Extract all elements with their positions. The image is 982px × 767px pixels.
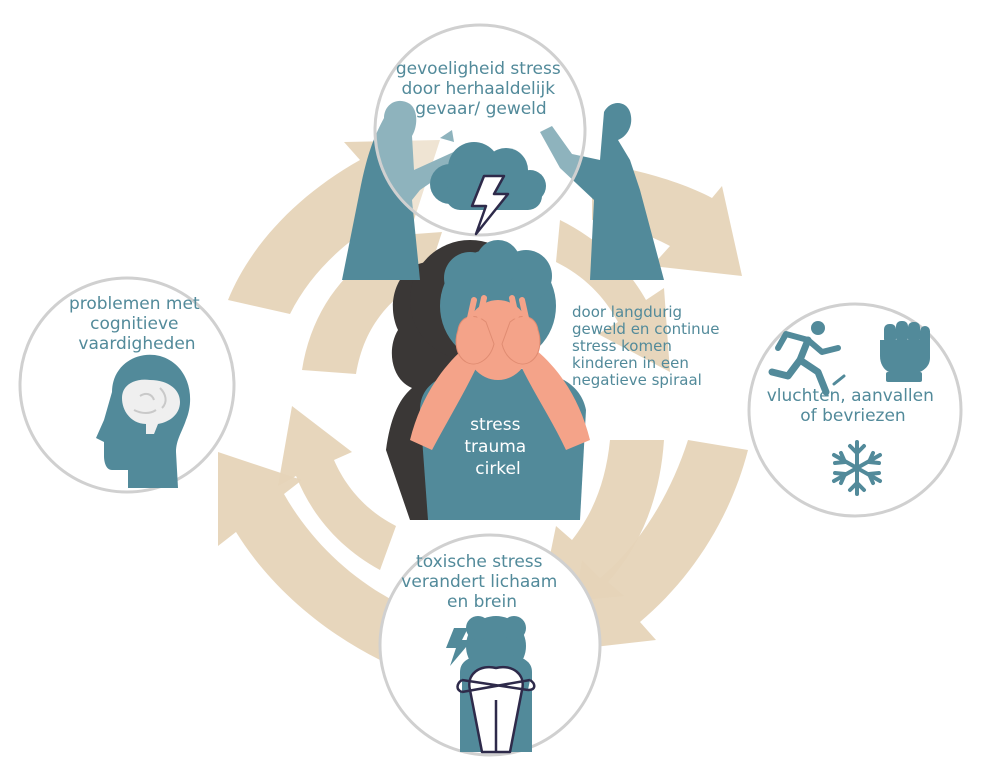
snowflake-icon <box>832 440 882 496</box>
center-description-line-1: door langdurig <box>572 303 682 321</box>
center-description-line-4: kinderen in een <box>572 354 689 372</box>
lightning-small-icon <box>446 628 472 666</box>
center-label: stress trauma cirkel <box>464 415 531 479</box>
node-top-line-3: gevaar/ geweld <box>415 99 546 119</box>
child-covering-face-icon <box>386 240 590 520</box>
node-top-line-1: gevoeligheid stress <box>396 59 561 79</box>
center-description-line-5: negatieve spiraal <box>572 371 702 389</box>
center-description: door langdurig geweld en continue stress… <box>572 303 724 389</box>
running-person-icon <box>768 321 846 396</box>
node-left: problemen met cognitieve vaardigheden <box>18 276 236 494</box>
node-left-text: problemen met cognitieve vaardigheden <box>69 294 205 354</box>
node-bottom-line-3: en brein <box>447 592 517 612</box>
cycle-arrows <box>218 140 748 660</box>
outer-arrow-lower-right <box>568 440 748 650</box>
node-right-line-1: vluchten, aanvallen <box>767 386 934 406</box>
node-right-text: vluchten, aanvallen of bevriezen <box>767 386 940 426</box>
inner-arrow-bottom-right <box>540 440 664 604</box>
center-description-line-2: geweld en continue <box>572 320 719 338</box>
hugging-knees-child-icon <box>456 616 536 754</box>
node-left-line-2: cognitieve <box>90 314 178 334</box>
node-bottom-line-1: toxische stress <box>416 552 543 572</box>
center-label-line-3: cirkel <box>475 459 520 479</box>
node-top-line-2: door herhaaldelijk <box>402 79 556 99</box>
outer-arrow-lower-left <box>218 452 396 660</box>
inner-arrow-right <box>556 220 670 372</box>
node-left-line-1: problemen met <box>69 294 200 314</box>
node-bottom-text: toxische stress verandert lichaam en bre… <box>401 552 562 612</box>
node-right-line-2: of bevriezen <box>800 406 905 426</box>
lightning-icon <box>470 174 510 236</box>
head-brain-icon <box>96 354 191 488</box>
node-bottom-line-2: verandert lichaam <box>401 572 557 592</box>
node-top-text: gevoeligheid stress door herhaaldelijk g… <box>396 59 566 119</box>
raised-fist-icon <box>880 321 930 382</box>
center-label-line-1: stress <box>470 415 520 435</box>
node-top: gevoeligheid stress door herhaaldelijk g… <box>342 23 664 280</box>
center-description-line-3: stress komen <box>572 337 672 355</box>
woman-pointing-icon <box>342 100 464 280</box>
man-yelling-icon <box>540 103 664 280</box>
inner-arrow-bottom-left <box>278 406 396 570</box>
center-label-line-2: trauma <box>464 437 526 457</box>
node-left-line-3: vaardigheden <box>78 334 195 354</box>
node-bottom: toxische stress verandert lichaam en bre… <box>378 533 602 757</box>
node-right: vluchten, aanvallen of bevriezen <box>747 302 963 518</box>
